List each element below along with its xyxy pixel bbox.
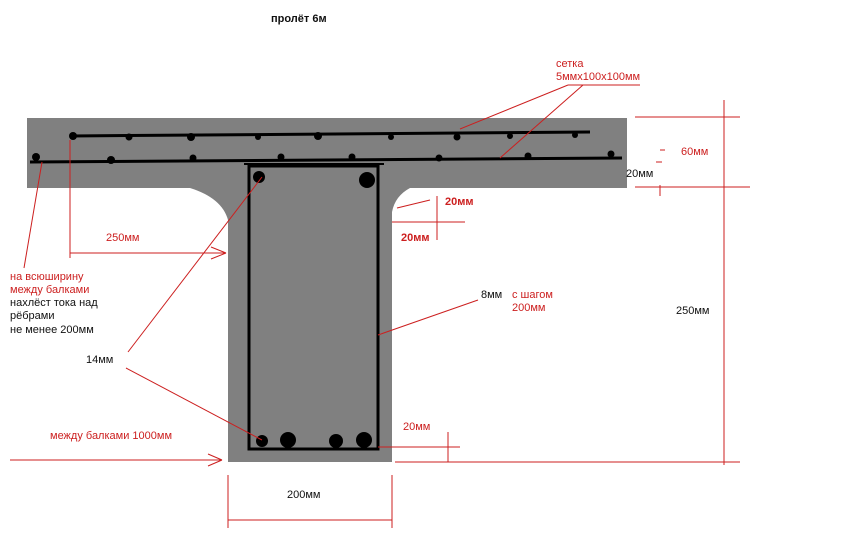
top-longitudinal-bars [253,171,375,188]
bottom-longitudinal-bars [256,432,372,448]
overlap-note-line1: нахлёст тока над [10,297,98,309]
overlap-note-line2: рёбрами [10,310,55,322]
top-cover-label: 20мм [626,168,654,180]
bar-diameter-label: 14мм [86,354,114,366]
mesh-label-line2: 5ммх100х100мм [556,71,641,83]
mesh-transverse-bars [32,132,615,164]
stirrup-step-line2: 200мм [512,302,546,314]
concrete-t-section [27,118,627,462]
mesh-bar-lower [29,156,623,164]
diagram-title: пролёт 6м [271,13,327,25]
full-width-line2: между балками [10,284,90,296]
annotation-lines [10,84,750,528]
bottom-cover-label: 20мм [403,421,431,433]
stirrup-step-line1: с шагом [512,289,553,301]
mesh-label-line1: сетка [556,58,584,70]
total-height-label: 250мм [676,305,710,317]
haunch-horizontal-label: 20мм [401,232,430,244]
full-width-line1: на всюширину [10,271,84,283]
haunch-vertical-label: 20мм [445,196,474,208]
rib-width-label: 200мм [287,489,321,501]
mesh-bar-upper [69,130,591,138]
between-beams-label: между балками 1000мм [50,430,173,442]
flange-height-label: 60мм [681,146,709,158]
overlap-note-line3: не менее 200мм [10,324,94,336]
stirrup-diameter-label: 8мм [481,289,503,301]
stirrup [247,164,380,451]
overlap-250-label: 250мм [106,232,140,244]
